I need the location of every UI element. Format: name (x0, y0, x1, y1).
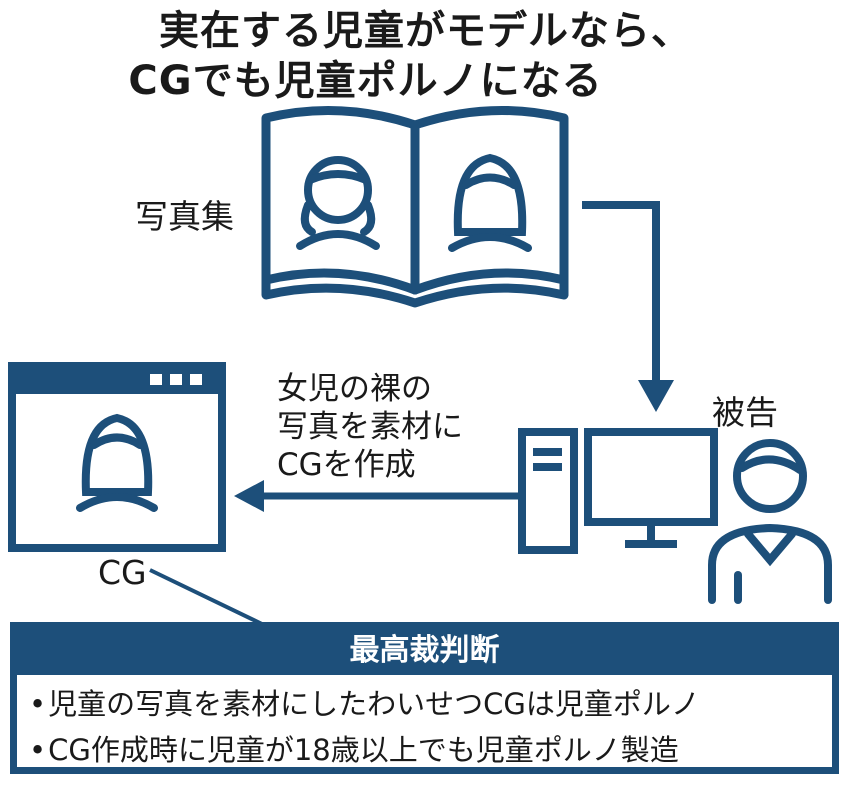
defendant-label: 被告 (712, 393, 778, 432)
person-icon (708, 439, 832, 604)
ruling-list: 児童の写真を素材にしたわいせつCGは児童ポルノ CG作成時に児童が18歳以上でも… (17, 675, 832, 773)
caption-line: 女児の裸の (277, 371, 432, 407)
headline-line2: CGでも児童ポルノになる (128, 58, 603, 104)
headline-line1: 実在する児童がモデルなら、 (159, 8, 692, 54)
callout-pointer (149, 568, 263, 626)
desktop-computer-icon (518, 428, 718, 554)
arrow-icon (234, 480, 518, 512)
caption-line: 写真を素材に (277, 409, 463, 445)
ruling-item: CG作成時に児童が18歳以上でも児童ポルノ製造 (29, 727, 832, 773)
supreme-court-ruling-box: 最高裁判断 児童の写真を素材にしたわいせつCGは児童ポルノ CG作成時に児童が1… (10, 622, 839, 774)
browser-window-icon (8, 362, 226, 552)
girl-icon (448, 153, 532, 252)
cg-label: CG (98, 553, 147, 592)
girl-pigtails-icon (296, 156, 380, 250)
ruling-item: 児童の写真を素材にしたわいせつCGは児童ポルノ (29, 681, 832, 727)
ruling-heading: 最高裁判断 (17, 629, 832, 675)
arrow-icon (582, 201, 674, 412)
process-caption: 女児の裸の 写真を素材に CGを作成 (277, 370, 463, 484)
caption-line: CGを作成 (277, 447, 416, 483)
photobook-label: 写真集 (135, 197, 234, 236)
